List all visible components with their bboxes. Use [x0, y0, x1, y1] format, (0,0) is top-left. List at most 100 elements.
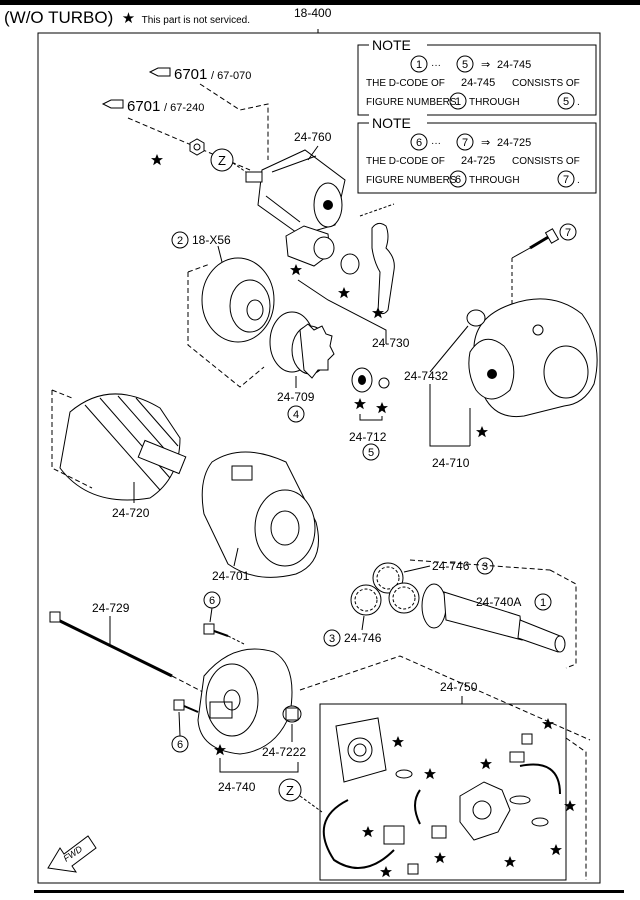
note-dcode: 24-745 — [497, 59, 531, 71]
note-arrow: ⇒ — [481, 59, 490, 71]
screw-bottom-part — [173, 699, 199, 713]
cover-part — [201, 257, 275, 343]
svg-text:CONSISTS OF: CONSISTS OF — [512, 78, 580, 89]
part-label-front-housing: 24-710 — [432, 456, 470, 470]
plunger-part — [285, 225, 360, 275]
page-header: (W/O TURBO) ★ This part is not serviced. — [4, 8, 250, 30]
bottom-rule — [34, 890, 624, 893]
drive-lever-part — [359, 203, 395, 315]
svg-text:6701: 6701 — [174, 66, 207, 83]
part-label-gear-left: 24-746 — [344, 631, 382, 645]
shaft-part — [421, 583, 566, 653]
diagram-frame — [37, 29, 601, 884]
callout-screw-top: 6 — [209, 595, 215, 607]
star-icon: ★ — [121, 10, 136, 27]
bolt-right-part — [511, 228, 560, 259]
brush-holder-box — [319, 703, 567, 881]
svg-text:FIGURE NUMBERS: FIGURE NUMBERS — [366, 97, 457, 108]
svg-text:THROUGH: THROUGH — [469, 175, 520, 186]
note-range-start: 1 — [416, 59, 422, 71]
star-icon — [376, 402, 388, 414]
ring-set-part — [351, 367, 390, 393]
svg-text:THE D-CODE OF: THE D-CODE OF — [366, 78, 445, 89]
armature-part — [59, 393, 187, 501]
svg-text:24-725: 24-725 — [497, 137, 531, 149]
star-icon — [476, 426, 488, 438]
part-label-solenoid: 24-760 — [294, 130, 332, 144]
yoke-part — [201, 451, 319, 578]
svg-text:24-745: 24-745 — [461, 77, 495, 89]
part-label-ring-set: 24-712 — [349, 430, 387, 444]
svg-text:THE D-CODE OF: THE D-CODE OF — [366, 156, 445, 167]
part-label-drive-lever: 24-730 — [372, 336, 410, 350]
group-code: 18-400 — [294, 6, 332, 20]
svg-text:7: 7 — [462, 137, 468, 149]
front-housing-part — [468, 298, 598, 418]
note-box-1: NOTE 1 ··· 5 ⇒ 24-745 THE D-CODE OF 24-7… — [357, 36, 597, 116]
note-heading: NOTE — [372, 115, 411, 131]
svg-text:⇒: ⇒ — [481, 137, 490, 149]
part-label-shaft: 24-740A — [476, 595, 521, 609]
callout-ring-set: 5 — [368, 447, 374, 459]
svg-text:6701: 6701 — [127, 98, 160, 115]
pinion-part — [269, 311, 335, 379]
svg-text:.: . — [577, 97, 580, 108]
callout-gear-top: 3 — [482, 561, 488, 573]
top-rule — [0, 0, 640, 5]
star-legend-note: This part is not serviced. — [141, 15, 250, 26]
solenoid-part — [245, 149, 346, 236]
star-icon — [424, 768, 436, 780]
part-label-rear-cover: 24-740 — [218, 780, 256, 794]
long-bolt-part — [49, 611, 173, 678]
nut-part — [189, 138, 205, 156]
note-heading: NOTE — [372, 37, 411, 53]
brush-holder-part — [322, 717, 561, 875]
callout-shaft: 1 — [540, 597, 546, 609]
svg-text:/ 67-070: / 67-070 — [211, 70, 251, 82]
part-label-bolt: 24-729 — [92, 601, 130, 615]
svg-text:6: 6 — [416, 137, 422, 149]
star-icon — [380, 866, 392, 878]
svg-text:7: 7 — [563, 174, 569, 186]
star-icon — [338, 287, 350, 299]
bearing-part — [466, 309, 486, 327]
pointing-hand-icon — [101, 99, 124, 109]
svg-text:5: 5 — [563, 96, 569, 108]
rear-cover-part — [197, 648, 293, 755]
fwd-arrow-icon: FWD — [47, 835, 97, 873]
svg-text:THROUGH: THROUGH — [469, 97, 520, 108]
star-icon — [550, 844, 562, 856]
svg-text:FIGURE NUMBERS: FIGURE NUMBERS — [366, 175, 457, 186]
gear-left-part — [350, 584, 382, 616]
part-label-pinion: 24-709 — [277, 390, 315, 404]
part-label-bushing: 24-7222 — [262, 745, 306, 759]
svg-text:6: 6 — [455, 174, 461, 186]
z-mark-upper: Z — [218, 153, 226, 168]
bushing-part — [282, 705, 302, 723]
note-ellipsis: ··· — [431, 60, 441, 71]
callout-cover: 2 — [177, 235, 183, 247]
reference-2[interactable]: 6701 / 67-240 — [101, 98, 204, 115]
page-title: (W/O TURBO) — [4, 8, 114, 27]
callout-screw-bottom: 6 — [177, 739, 183, 751]
star-icon — [290, 264, 302, 276]
svg-text:1: 1 — [455, 96, 461, 108]
star-icon — [354, 398, 366, 410]
reference-1[interactable]: 6701 / 67-070 — [148, 66, 251, 83]
star-icon — [392, 736, 404, 748]
star-icon — [504, 856, 516, 868]
note-range-end: 5 — [462, 59, 468, 71]
part-label-gear-housing: 24-7432 — [404, 369, 448, 383]
pointing-hand-icon — [148, 67, 171, 77]
part-label-gear-top: 24-746 — [432, 559, 470, 573]
svg-text:/ 67-240: / 67-240 — [164, 102, 204, 114]
note-box-2: NOTE 6 ··· 7 ⇒ 24-725 THE D-CODE OF 24-7… — [357, 114, 597, 194]
screw-top-part — [203, 623, 229, 637]
callout-pinion: 4 — [293, 409, 299, 421]
star-icon — [480, 758, 492, 770]
gear-top-part — [372, 562, 420, 614]
svg-text:.: . — [577, 175, 580, 186]
z-mark-lower: Z — [286, 783, 294, 798]
svg-text:···: ··· — [431, 138, 441, 149]
